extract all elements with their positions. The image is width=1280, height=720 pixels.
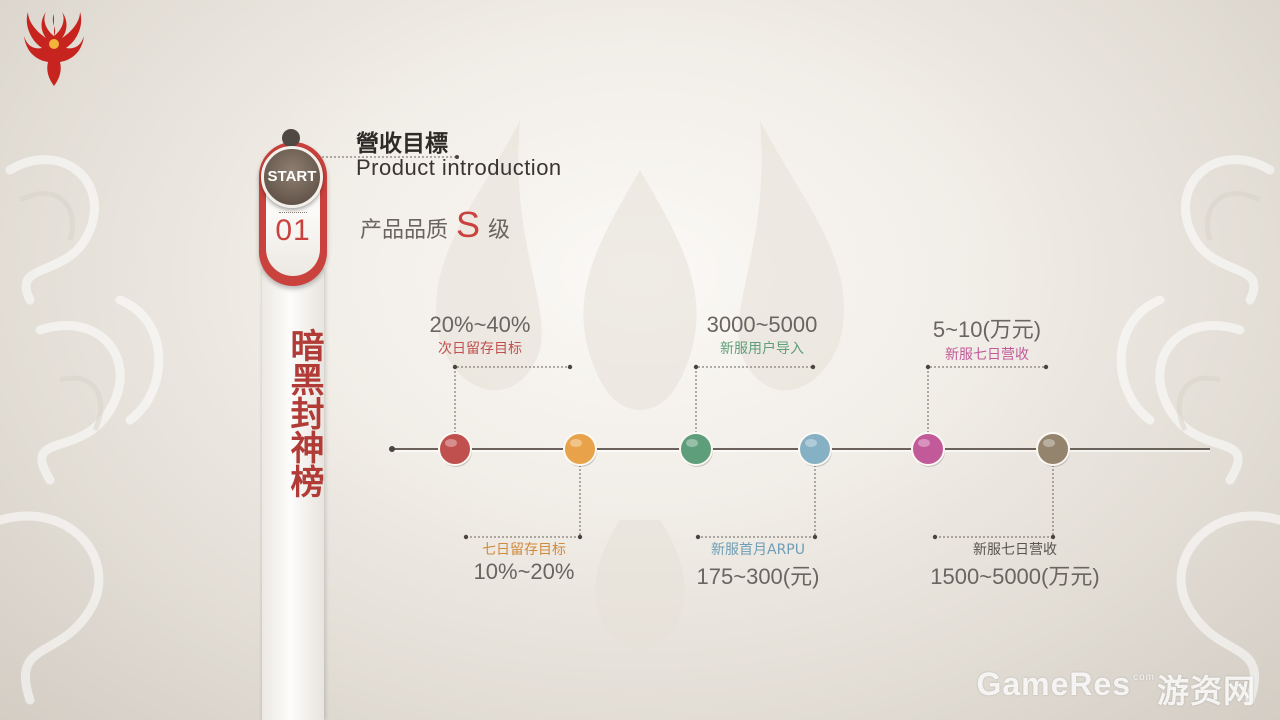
- section-title: 營收目標: [356, 131, 448, 157]
- section-number: 01: [275, 214, 311, 247]
- start-pin: [282, 129, 300, 147]
- timeline-node-highlight: [570, 439, 582, 447]
- metric-seven-day-revenue-bottom: 新服七日营收 1500~5000(万元): [922, 539, 1108, 591]
- timeline-connector: [695, 366, 813, 449]
- timeline-node-highlight: [686, 439, 698, 447]
- metric-seven-day-retention: 七日留存目标 10%~20%: [440, 539, 608, 585]
- timeline-connector: [935, 449, 1054, 538]
- metric-label: 新服用户导入: [720, 341, 804, 357]
- timeline-node-highlight: [1043, 439, 1055, 447]
- timeline-connector: [454, 366, 570, 449]
- quality-grade: S: [456, 204, 481, 245]
- connector-dot: [695, 534, 701, 540]
- connector-dot: [1050, 534, 1056, 540]
- timeline-node-highlight: [805, 439, 817, 447]
- metric-seven-day-revenue-top: 5~10(万元) 新服七日营收: [902, 312, 1072, 364]
- metric-value: 1500~5000(万元): [930, 564, 1100, 589]
- metric-value: 20%~40%: [429, 312, 531, 337]
- metric-first-month-arpu: 新服首月ARPU 175~300(元): [672, 539, 844, 591]
- metric-value: 175~300(元): [696, 564, 820, 589]
- metric-next-day-retention: 20%~40% 次日留存目标: [396, 312, 564, 358]
- metric-label: 新服首月ARPU: [711, 542, 805, 558]
- metric-value: 10%~20%: [473, 559, 575, 584]
- timeline-node[interactable]: [911, 432, 945, 466]
- timeline-connector: [466, 449, 581, 538]
- metric-value: 5~10(万元): [932, 317, 1042, 342]
- number-divider: [279, 212, 307, 213]
- connector-dot: [452, 364, 458, 370]
- timeline-node[interactable]: [563, 432, 597, 466]
- connector-dot: [1043, 364, 1049, 370]
- quality-suffix: 级: [488, 218, 511, 243]
- connector-dot: [693, 364, 699, 370]
- connector-dot: [463, 534, 469, 540]
- phoenix-logo: [24, 12, 84, 86]
- heading-connector: [322, 155, 459, 159]
- metric-new-server-users: 3000~5000 新服用户导入: [676, 312, 848, 358]
- connector-dot: [932, 534, 938, 540]
- timeline-connector: [927, 366, 1046, 449]
- connector-dot: [810, 364, 816, 370]
- metric-label: 新服七日营收: [973, 542, 1057, 558]
- metric-label: 新服七日营收: [945, 347, 1029, 363]
- timeline-connector: [698, 449, 816, 538]
- connector-dot: [925, 364, 931, 370]
- timeline-node-highlight: [918, 439, 930, 447]
- gameres-watermark: GameRes com 游资网: [976, 666, 1256, 712]
- timeline-node[interactable]: [798, 432, 832, 466]
- watermark-cn: 游资网: [1156, 673, 1256, 709]
- product-quality: 产品品质 S 级: [360, 204, 510, 246]
- timeline-node[interactable]: [679, 432, 713, 466]
- timeline-node[interactable]: [438, 432, 472, 466]
- quality-prefix: 产品品质: [360, 218, 449, 243]
- metric-value: 3000~5000: [706, 312, 818, 337]
- connector-dot: [577, 534, 583, 540]
- connector-dot: [812, 534, 818, 540]
- timeline-node-highlight: [445, 439, 457, 447]
- watermark-brand: GameRes: [976, 666, 1132, 702]
- start-button[interactable]: START: [261, 146, 323, 208]
- metric-label: 七日留存目标: [482, 542, 566, 558]
- section-subtitle: Product introduction: [356, 155, 562, 180]
- connector-dot: [567, 364, 573, 370]
- timeline-node[interactable]: [1036, 432, 1070, 466]
- banner-strip: [262, 270, 324, 720]
- game-title: 暗黑封神榜: [284, 328, 324, 498]
- metric-label: 次日留存目标: [438, 341, 522, 357]
- watermark-domain: com: [1133, 672, 1155, 683]
